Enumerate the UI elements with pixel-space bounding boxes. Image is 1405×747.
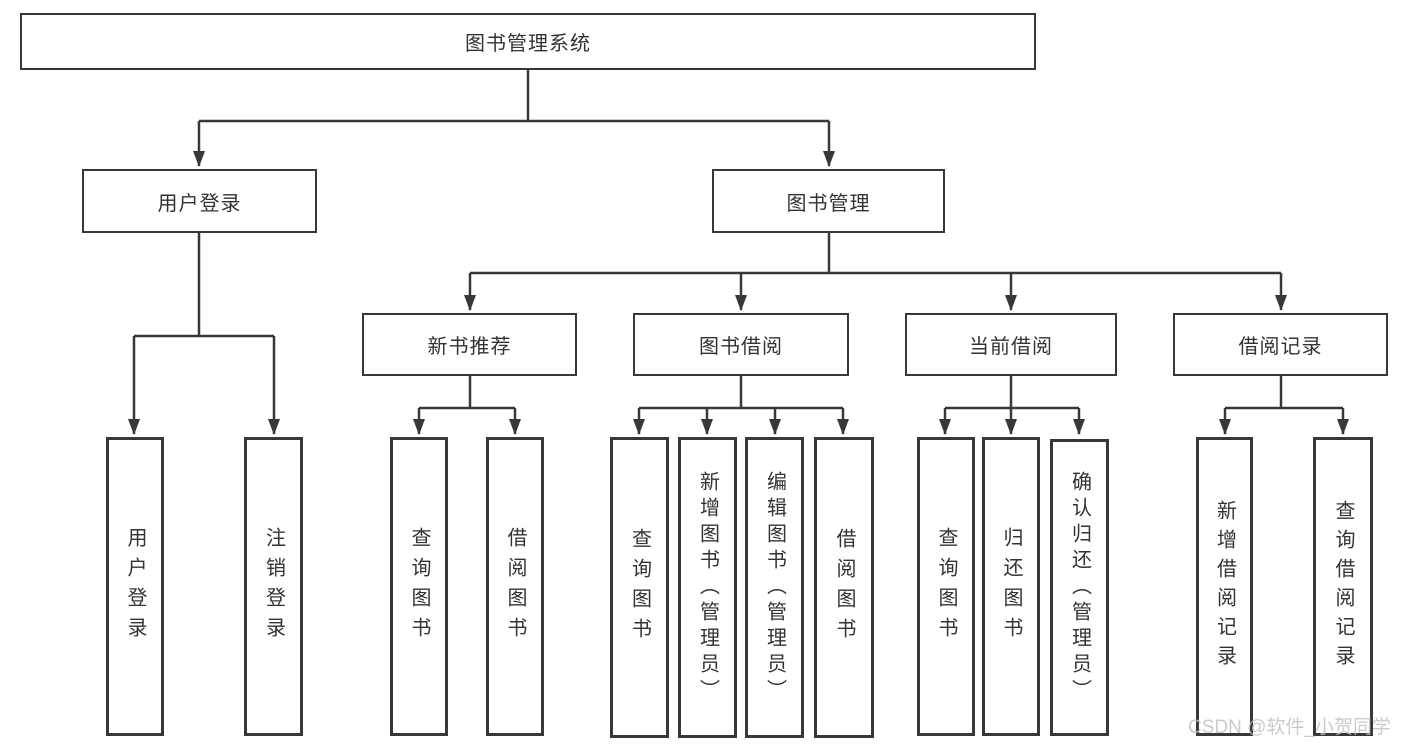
- leaf-rec-query-books-label: 查询图书: [408, 526, 430, 647]
- box-new-book-recommend-label: 新书推荐: [427, 336, 512, 358]
- leaf-bb-borrow-books-label: 借阅图书: [833, 527, 855, 648]
- box-borrow-records-label: 借阅记录: [1238, 336, 1323, 358]
- leaf-br-query-record-label: 查询借阅记录: [1332, 499, 1354, 674]
- leaf-bb-add-books-label: 新增图书（管理员）: [696, 470, 719, 705]
- leaf-cb-confirm-return: 确认归还（管理员）: [1050, 439, 1109, 736]
- box-current-borrowing-label: 当前借阅: [969, 336, 1053, 358]
- box-user-login: 用户登录: [82, 169, 317, 233]
- leaf-bb-edit-books: 编辑图书（管理员）: [745, 437, 804, 738]
- leaf-bb-query-books-label: 查询图书: [628, 527, 651, 648]
- leaf-bb-edit-books-label: 编辑图书（管理员）: [763, 470, 786, 705]
- leaf-cb-return-books-label: 归还图书: [1000, 526, 1022, 647]
- leaf-cb-query-books: 查询图书: [917, 437, 975, 736]
- box-book-management-label: 图书管理: [786, 192, 871, 215]
- leaf-user-login: 用户登录: [106, 437, 164, 736]
- box-book-borrowing: 图书借阅: [633, 313, 849, 376]
- box-user-login-label: 用户登录: [157, 192, 242, 215]
- box-library-system-label: 图书管理系统: [465, 33, 591, 55]
- csdn-watermark: CSDN @软件_小贺同学: [1188, 717, 1391, 738]
- leaf-cb-confirm-return-label: 确认归还（管理员）: [1068, 470, 1091, 705]
- box-book-borrowing-label: 图书借阅: [699, 336, 783, 358]
- leaf-br-query-record: 查询借阅记录: [1313, 437, 1373, 736]
- leaf-rec-query-books: 查询图书: [390, 437, 448, 736]
- leaf-bb-add-books: 新增图书（管理员）: [678, 437, 737, 738]
- leaf-cb-return-books: 归还图书: [982, 437, 1040, 736]
- leaf-bb-query-books: 查询图书: [610, 437, 669, 738]
- leaf-rec-borrow-books-label: 借阅图书: [504, 526, 526, 647]
- leaf-rec-borrow-books: 借阅图书: [486, 437, 544, 736]
- leaf-bb-borrow-books: 借阅图书: [814, 437, 874, 738]
- leaf-br-add-record-label: 新增借阅记录: [1213, 499, 1236, 674]
- box-new-book-recommend: 新书推荐: [362, 313, 577, 376]
- leaf-user-login-label: 用户登录: [124, 526, 146, 647]
- box-book-management: 图书管理: [712, 169, 945, 233]
- leaf-logout: 注销登录: [244, 437, 303, 736]
- box-library-system: 图书管理系统: [20, 13, 1036, 70]
- leaf-logout-label: 注销登录: [262, 526, 285, 647]
- leaf-cb-query-books-label: 查询图书: [935, 526, 957, 647]
- box-borrow-records: 借阅记录: [1173, 313, 1388, 376]
- box-current-borrowing: 当前借阅: [905, 313, 1117, 376]
- leaf-br-add-record: 新增借阅记录: [1196, 437, 1253, 736]
